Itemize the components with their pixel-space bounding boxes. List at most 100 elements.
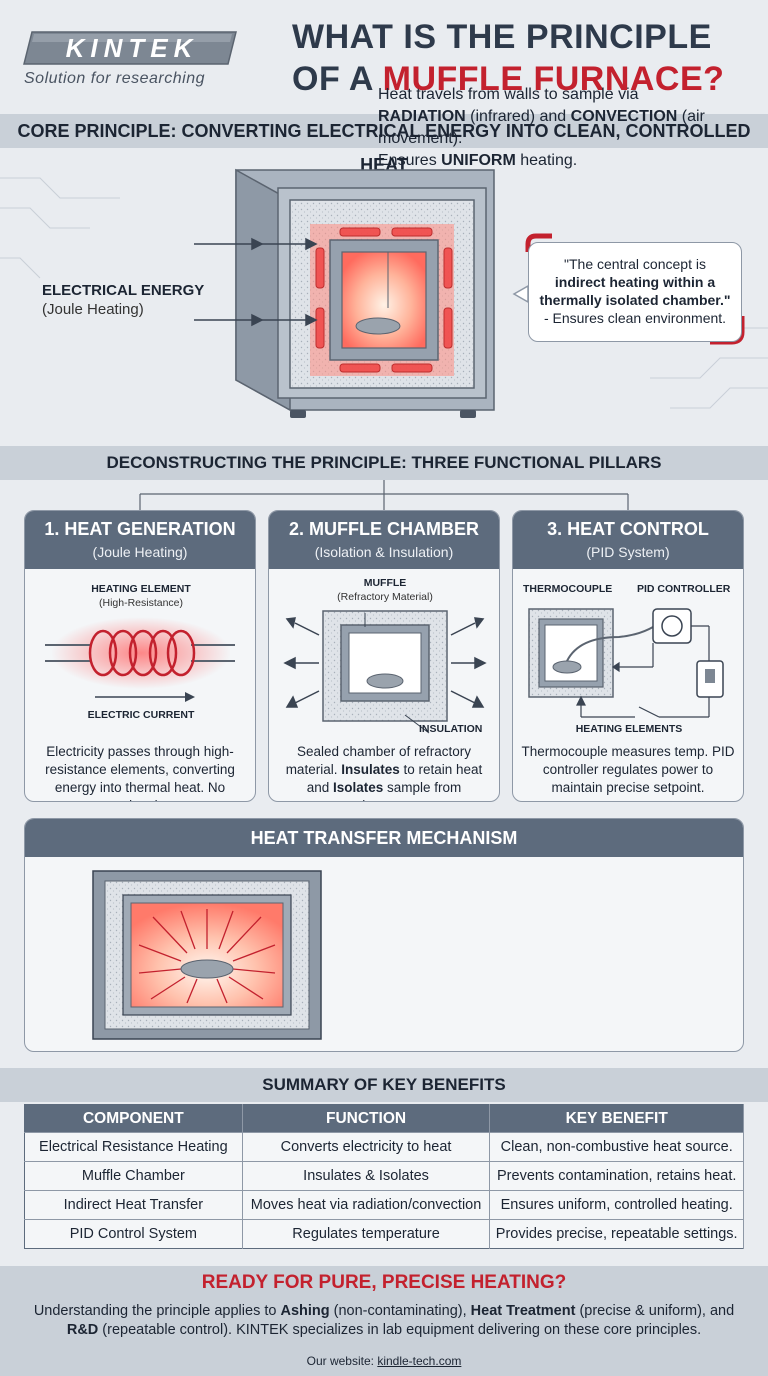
- website-line: Our website: kindle-tech.com: [0, 1354, 768, 1368]
- summary-table: COMPONENT FUNCTION KEY BENEFIT Electrica…: [24, 1104, 744, 1249]
- pid-loop-icon: [528, 608, 724, 718]
- desc-d: Isolates: [332, 780, 384, 795]
- table-row: Muffle Chamber Insulates & Isolates Prev…: [24, 1161, 744, 1191]
- table-header: COMPONENT: [24, 1104, 243, 1133]
- pillar-3-title: 3. HEAT CONTROL: [547, 519, 709, 539]
- principle-quote: "The central concept is indirect heating…: [528, 242, 742, 342]
- ht-t6: Ensures: [378, 152, 442, 169]
- cta-rnd: R&D: [66, 1322, 99, 1338]
- heat-transfer-title: HEAT TRANSFER MECHANISM: [25, 819, 743, 857]
- muffle-sublabel: (Refractory Material): [337, 591, 433, 603]
- quote-corner-top: [525, 233, 552, 252]
- heating-element-sublabel: (High-Resistance): [98, 597, 184, 609]
- ht-t3: (infrared) and: [465, 108, 571, 125]
- ht-radiation: RADIATION: [378, 108, 466, 125]
- desc-a: Sealed chamber of refractory material.: [285, 744, 472, 777]
- pillar-2-description: Sealed chamber of refractory material. I…: [277, 743, 491, 801]
- heating-elements: [315, 227, 453, 373]
- core-principle-band: CORE PRINCIPLE: CONVERTING ELECTRICAL EN…: [0, 114, 768, 175]
- quote-corner-bottom: [710, 316, 745, 345]
- desc-b: Insulates: [341, 762, 400, 777]
- table-cell: Regulates temperature: [242, 1219, 491, 1249]
- muffle-chamber-icon: [283, 610, 487, 734]
- table-header: KEY BENEFIT: [489, 1104, 744, 1133]
- electrical-energy-label: ELECTRICAL ENERGY (Joule Heating): [42, 282, 222, 318]
- pillar-connectors: [139, 480, 629, 510]
- heat-transfer-text: Heat travels from walls to sample via RA…: [378, 84, 708, 172]
- ht-t1: Heat travels from walls to sample via: [378, 86, 639, 103]
- table-row: Electrical Resistance Heating Converts e…: [24, 1132, 744, 1162]
- cta-heading: READY FOR PURE, PRECISE HEATING?: [201, 1272, 567, 1293]
- pillar-2-header: 2. MUFFLE CHAMBER (Isolation & Insulatio…: [269, 511, 499, 569]
- cta-p2: (non-contaminating),: [329, 1303, 471, 1319]
- website-label: Our website:: [306, 1354, 378, 1368]
- table-row: Indirect Heat Transfer Moves heat via ra…: [24, 1190, 744, 1220]
- cta-p1: Understanding the principle applies to: [33, 1303, 281, 1319]
- kintek-logo[interactable]: KINTEK: [22, 30, 240, 66]
- title-plain: OF A: [292, 60, 383, 98]
- pillar-heat-control: 3. HEAT CONTROL (PID System) THERMOCOUPL…: [512, 510, 744, 802]
- footer: [0, 1266, 768, 1376]
- table-cell: Provides precise, repeatable settings.: [489, 1219, 744, 1249]
- table-cell: Converts electricity to heat: [242, 1132, 491, 1162]
- pid-controller-icon: [652, 608, 692, 644]
- cta-p3: (precise & uniform), and: [575, 1303, 735, 1319]
- ht-convection: CONVECTION: [570, 108, 678, 125]
- electrical-energy-title: ELECTRICAL ENERGY: [42, 282, 205, 299]
- pillar-heat-generation: 1. HEAT GENERATION (Joule Heating) HEATI…: [24, 510, 256, 802]
- radiation-arrows: [138, 909, 276, 1004]
- quote-bold: indirect heating within a thermally isol…: [539, 274, 731, 308]
- quote-post: - Ensures clean environment.: [543, 310, 727, 326]
- heat-transfer-panel: HEAT TRANSFER MECHANISM: [24, 818, 744, 1052]
- energy-arrows: [194, 237, 318, 327]
- pillars-band: DECONSTRUCTING THE PRINCIPLE: THREE FUNC…: [0, 446, 768, 480]
- pillar-1-header: 1. HEAT GENERATION (Joule Heating): [25, 511, 255, 569]
- pillar-3-subtitle: (PID System): [586, 544, 670, 560]
- pillar-3-description: Thermocouple measures temp. PID controll…: [521, 744, 735, 795]
- pillar-1-subtitle: (Joule Heating): [92, 544, 188, 560]
- table-cell: Prevents contamination, retains heat.: [489, 1161, 744, 1191]
- page-title-line1: WHAT IS THE PRINCIPLE: [292, 18, 712, 56]
- cta-p4: (repeatable control). KINTEK specializes…: [98, 1322, 702, 1338]
- table-cell: Clean, non-combustive heat source.: [489, 1132, 744, 1162]
- pillar-3-header: 3. HEAT CONTROL (PID System): [513, 511, 743, 569]
- sample-icon: [355, 317, 401, 335]
- cta-ashing: Ashing: [280, 1303, 330, 1319]
- title-accent: MUFFLE FURNACE?: [382, 60, 725, 98]
- quote-pre: "The central concept is: [564, 256, 706, 272]
- table-cell: Electrical Resistance Heating: [24, 1132, 243, 1162]
- cta-heat-treatment: Heat Treatment: [470, 1303, 576, 1319]
- radiation-diagram: [92, 870, 322, 1040]
- ht-t5: (air movement).: [378, 108, 705, 147]
- ht-t8: heating.: [515, 152, 578, 169]
- cta-text: Understanding the principle applies to A…: [30, 1302, 738, 1340]
- table-cell: Insulates & Isolates: [242, 1161, 491, 1191]
- pillar-2-title: 2. MUFFLE CHAMBER: [289, 519, 479, 539]
- electrical-energy-subtitle: (Joule Heating): [42, 301, 144, 318]
- sample-icon: [180, 959, 234, 979]
- thermocouple-label: THERMOCOUPLE: [523, 583, 613, 595]
- table-row: PID Control System Regulates temperature…: [24, 1219, 744, 1249]
- desc-c: to retain heat and: [306, 762, 483, 795]
- heating-elements-label: HEATING ELEMENTS: [575, 723, 683, 735]
- pillar-1-title: 1. HEAT GENERATION: [44, 519, 236, 539]
- pillar-1-description: Electricity passes through high-resistan…: [45, 744, 235, 801]
- page-title-line2: OF A MUFFLE FURNACE?: [292, 60, 724, 99]
- table-header-row: COMPONENT FUNCTION KEY BENEFIT: [24, 1104, 744, 1133]
- logo-tagline: Solution for researching: [24, 70, 205, 87]
- table-cell: Muffle Chamber: [24, 1161, 243, 1191]
- logo-brand-text: KINTEK: [66, 33, 199, 63]
- desc-e: sample from elements.: [355, 780, 462, 801]
- ht-uniform: UNIFORM: [441, 152, 516, 169]
- pid-controller-label: PID CONTROLLER: [637, 583, 731, 595]
- summary-band: SUMMARY OF KEY BENEFITS: [0, 1068, 768, 1102]
- table-cell: Moves heat via radiation/convection: [242, 1190, 491, 1220]
- table-cell: Indirect Heat Transfer: [24, 1190, 243, 1220]
- heating-element-label: HEATING ELEMENT: [91, 583, 191, 595]
- website-link[interactable]: kindle-tech.com: [377, 1354, 462, 1368]
- muffle-label: MUFFLE: [363, 577, 407, 589]
- furnace-illustration: [0, 168, 768, 418]
- table-cell: PID Control System: [24, 1219, 243, 1249]
- table-cell: Ensures uniform, controlled heating.: [489, 1190, 744, 1220]
- pillar-muffle-chamber: 2. MUFFLE CHAMBER (Isolation & Insulatio…: [268, 510, 500, 802]
